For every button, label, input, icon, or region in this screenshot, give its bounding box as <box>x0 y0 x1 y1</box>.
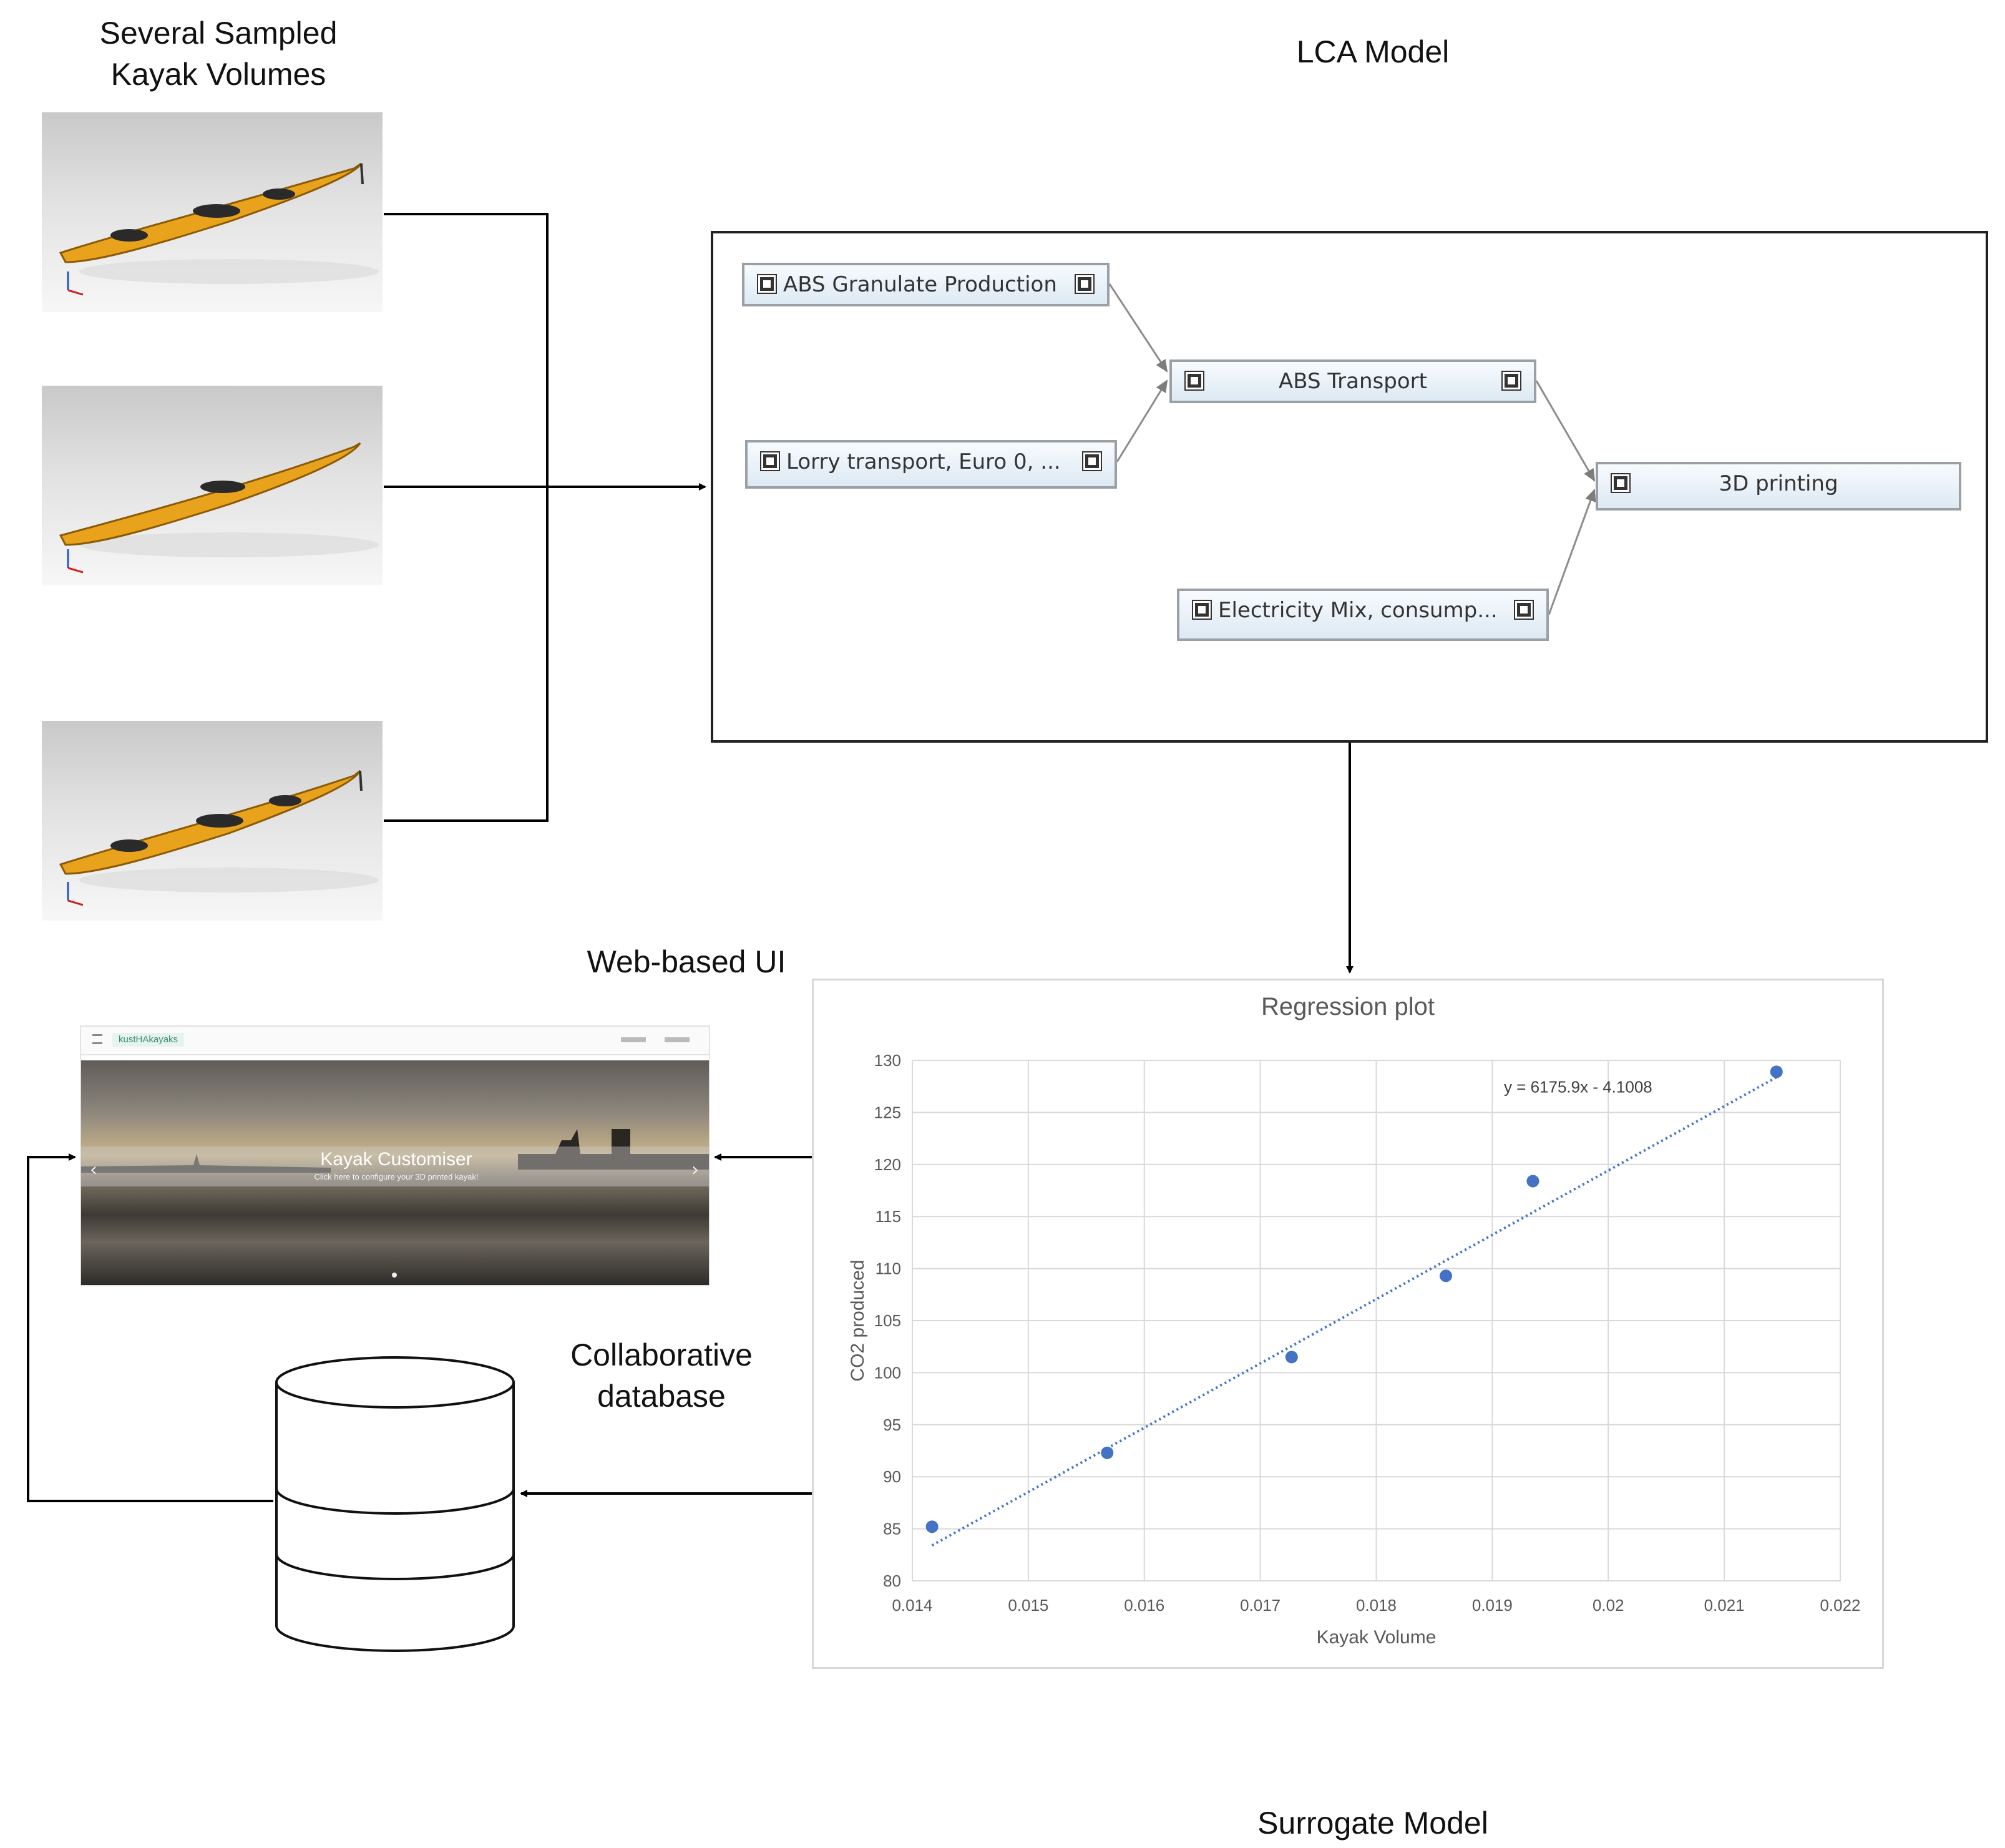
x-tick-label: 0.017 <box>1240 1596 1281 1615</box>
trendline-equation: y = 6175.9x - 4.1008 <box>1504 1078 1652 1097</box>
y-tick-label: 95 <box>883 1415 901 1434</box>
expand-icon[interactable] <box>760 451 780 471</box>
kayak-render-1 <box>42 112 383 312</box>
expand-icon[interactable] <box>1082 451 1102 471</box>
kayak-image-2 <box>59 442 379 574</box>
web-ui-screenshot: kustHAkayaks Kayak Customiser Click here… <box>80 1025 710 1286</box>
kayak-render-2 <box>42 386 383 585</box>
nav-link-icon[interactable] <box>621 1037 646 1042</box>
nav-link-icon[interactable] <box>665 1037 690 1042</box>
expand-icon[interactable] <box>1501 371 1521 391</box>
web-navbar: kustHAkayaks <box>81 1027 709 1055</box>
expand-icon[interactable] <box>1184 371 1204 391</box>
database-icon <box>275 1356 515 1652</box>
hero-subtitle: Click here to configure your 3D printed … <box>314 1172 479 1181</box>
lca-node-label: ABS Granulate Production <box>783 272 1057 297</box>
x-tick-label: 0.016 <box>1124 1596 1164 1615</box>
lca-node-label: ABS Transport <box>1279 369 1427 394</box>
y-axis-label: CO2 produced <box>847 1259 868 1381</box>
x-tick-label: 0.018 <box>1356 1596 1397 1615</box>
regression-chart: Regression plot 80 85 90 95 100 105 110 115 120 1… <box>812 979 1884 1669</box>
lca-node-3d-printing[interactable]: 3D printing <box>1596 462 1961 511</box>
trendline <box>931 1076 1777 1547</box>
y-tick-label: 90 <box>883 1467 901 1486</box>
data-point <box>925 1520 939 1533</box>
lca-node-label: 3D printing <box>1719 471 1838 496</box>
y-tick-label: 100 <box>874 1363 901 1382</box>
expand-icon[interactable] <box>1611 473 1631 493</box>
x-tick-label: 0.022 <box>1820 1596 1860 1615</box>
x-tick-label: 0.014 <box>892 1596 932 1615</box>
lca-model-title: LCA Model <box>1296 34 1450 69</box>
y-tick-label: 115 <box>876 1207 901 1226</box>
x-tick-label: 0.015 <box>1008 1596 1048 1615</box>
y-tick-label: 120 <box>874 1155 901 1174</box>
lca-node-lorry-transport[interactable]: Lorry transport, Euro 0, ... <box>745 440 1117 489</box>
lca-node-label: Electricity Mix, consump... <box>1218 598 1498 623</box>
database-title: Collaborative database <box>570 1337 753 1414</box>
carousel-dot[interactable] <box>392 1273 397 1278</box>
data-point <box>1285 1351 1298 1364</box>
expand-icon[interactable] <box>1075 274 1095 294</box>
y-tick-label: 105 <box>874 1311 901 1330</box>
data-point <box>1770 1065 1783 1078</box>
web-ui-title: Web-based UI <box>587 944 786 979</box>
hero-banner: Kayak Customiser Click here to configure… <box>81 1060 709 1285</box>
y-tick-label: 125 <box>874 1103 901 1122</box>
y-tick-label: 85 <box>883 1520 901 1538</box>
x-axis-label: Kayak Volume <box>1317 1627 1437 1648</box>
expand-icon[interactable] <box>1192 600 1212 620</box>
chart-plot-area: 80 85 90 95 100 105 110 115 120 125 130 0.014 0.015 0… <box>847 1051 1861 1648</box>
kayak-render-3 <box>42 721 383 921</box>
y-tick-label: 130 <box>874 1051 901 1070</box>
kayak-image-1 <box>59 162 379 296</box>
data-point <box>1101 1446 1114 1459</box>
x-tick-label: 0.021 <box>1704 1596 1745 1615</box>
hero-caption-bar[interactable]: Kayak Customiser Click here to configure… <box>81 1146 709 1186</box>
lca-node-abs-transport[interactable]: ABS Transport <box>1169 359 1536 403</box>
hero-title: Kayak Customiser <box>320 1149 472 1170</box>
carousel-prev-icon[interactable]: ‹ <box>90 1159 97 1181</box>
surrogate-model-title: Surrogate Model <box>1257 1806 1488 1841</box>
harbor-silhouette <box>81 1129 709 1173</box>
kayak-image-3 <box>59 770 379 906</box>
database-to-webui-arrow <box>27 1153 273 1502</box>
data-point <box>1526 1175 1539 1188</box>
x-tick-label: 0.019 <box>1472 1596 1513 1615</box>
expand-icon[interactable] <box>1514 600 1534 620</box>
y-tick-label: 80 <box>883 1572 901 1590</box>
lca-node-label: Lorry transport, Euro 0, ... <box>786 449 1061 474</box>
x-tick-label: 0.02 <box>1593 1596 1624 1615</box>
expand-icon[interactable] <box>757 274 777 294</box>
carousel-next-icon[interactable]: › <box>691 1159 699 1181</box>
menu-icon[interactable] <box>92 1034 102 1044</box>
lca-node-abs-granulate[interactable]: ABS Granulate Production <box>742 263 1110 306</box>
lca-node-electricity[interactable]: Electricity Mix, consump... <box>1177 589 1549 641</box>
kayak-volumes-title: Several Sampled Kayak Volumes <box>99 16 338 92</box>
y-tick-label: 110 <box>876 1259 901 1278</box>
data-point <box>1440 1269 1453 1283</box>
brand-label[interactable]: kustHAkayaks <box>112 1033 185 1047</box>
kayak-bracket <box>384 213 549 822</box>
chart-title: Regression plot <box>1261 993 1435 1020</box>
